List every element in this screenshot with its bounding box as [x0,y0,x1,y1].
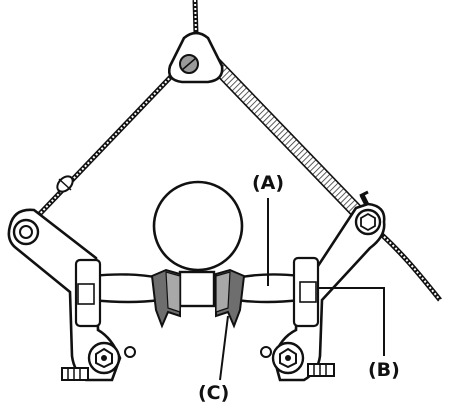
callout-a: (A) [252,172,285,194]
leader-line-c [219,315,229,381]
brake-pad-left [150,268,181,329]
tension-screw-right [260,346,335,377]
brake-arm-right [271,202,386,382]
cable-bead [56,175,74,193]
leader-line-b [318,287,385,356]
tire [152,180,244,272]
tension-screw-left [61,346,136,381]
cable-carrier [167,31,224,84]
callout-b: (B) [368,359,400,381]
main-cable [192,0,199,35]
brake-pad-right [215,268,246,329]
callout-c: (C) [198,382,230,404]
brake-arm-left [7,208,122,382]
link-wire-left [30,62,185,224]
